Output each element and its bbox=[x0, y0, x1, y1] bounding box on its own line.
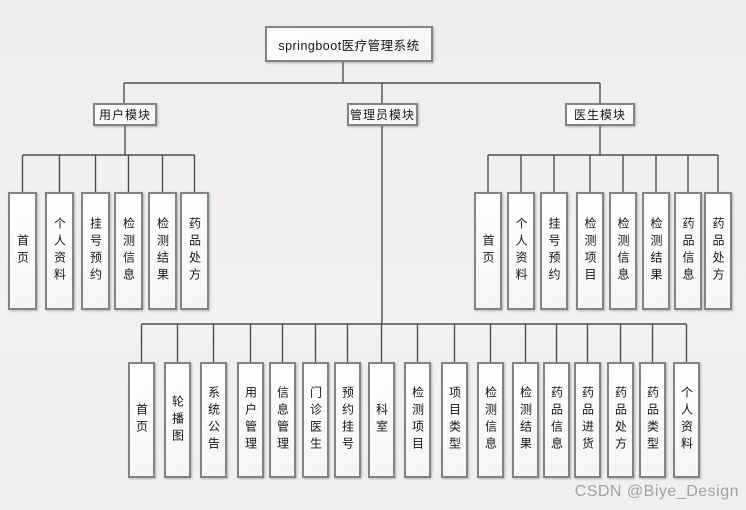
module-admin: 管理员模块 bbox=[347, 103, 418, 126]
node-admin-item-type: 项目类型 bbox=[441, 362, 468, 478]
node-doctor-test-result: 检测结果 bbox=[642, 192, 670, 310]
module-doctor: 医生模块 bbox=[565, 103, 635, 126]
node-admin-profile: 个人资料 bbox=[673, 362, 700, 478]
node-doctor-drug-prescription: 药品处方 bbox=[704, 192, 732, 310]
node-admin-drug-purchase: 药品进货 bbox=[574, 362, 601, 478]
node-doctor-test-item: 检测项目 bbox=[576, 192, 604, 310]
node-admin-home: 首页 bbox=[128, 362, 155, 478]
node-user-drug-prescription: 药品处方 bbox=[180, 192, 209, 310]
node-root-system: springboot医疗管理系统 bbox=[265, 26, 433, 62]
node-admin-appointment-registration: 预约挂号 bbox=[334, 362, 361, 478]
node-admin-test-info: 检测信息 bbox=[477, 362, 504, 478]
node-admin-drug-info: 药品信息 bbox=[543, 362, 570, 478]
node-doctor-profile: 个人资料 bbox=[507, 192, 535, 310]
node-admin-test-item: 检测项目 bbox=[404, 362, 431, 478]
node-admin-outpatient-doctor: 门诊医生 bbox=[302, 362, 329, 478]
node-admin-user-management: 用户管理 bbox=[237, 362, 264, 478]
node-admin-system-notice: 系统公告 bbox=[200, 362, 227, 478]
node-doctor-test-info: 检测信息 bbox=[609, 192, 637, 310]
node-user-test-info: 检测信息 bbox=[114, 192, 143, 310]
node-admin-drug-prescription: 药品处方 bbox=[607, 362, 634, 478]
node-admin-department: 科室 bbox=[368, 362, 395, 478]
node-user-home: 首页 bbox=[8, 192, 37, 310]
node-user-registration-appointment: 挂号预约 bbox=[81, 192, 110, 310]
node-admin-info-management: 信息管理 bbox=[269, 362, 296, 478]
node-user-test-result: 检测结果 bbox=[148, 192, 177, 310]
node-admin-drug-type: 药品类型 bbox=[639, 362, 666, 478]
node-doctor-drug-info: 药品信息 bbox=[674, 192, 702, 310]
node-admin-carousel: 轮播图 bbox=[164, 362, 191, 478]
node-admin-test-result: 检测结果 bbox=[512, 362, 539, 478]
node-doctor-home: 首页 bbox=[474, 192, 502, 310]
watermark: CSDN @Biye_Design bbox=[574, 483, 739, 500]
node-user-profile: 个人资料 bbox=[45, 192, 74, 310]
node-doctor-registration-appointment: 挂号预约 bbox=[540, 192, 568, 310]
module-user: 用户模块 bbox=[93, 103, 157, 126]
